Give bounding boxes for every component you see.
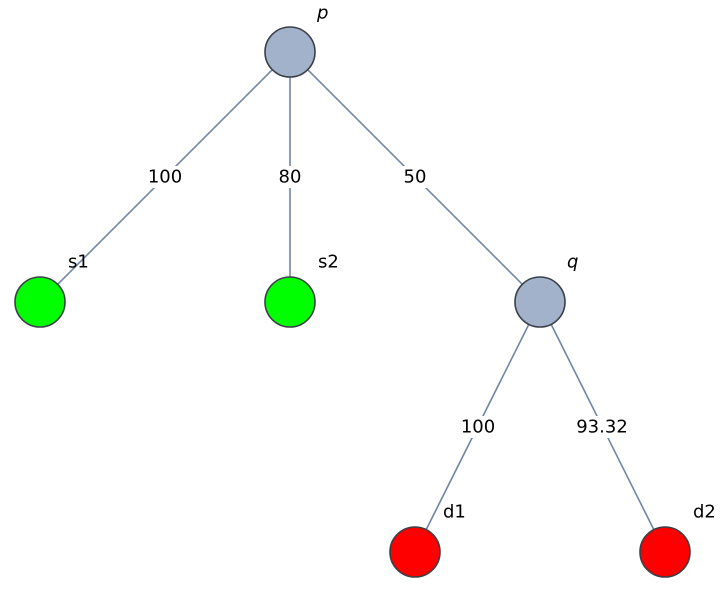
node-p xyxy=(264,26,316,78)
nodes-layer xyxy=(14,26,691,578)
edge-label-background xyxy=(276,166,304,188)
edge-label-background xyxy=(458,416,498,438)
edge-labels-layer: 100 80 50 100 93.32 xyxy=(145,166,633,438)
edge-label-p-s2: 80 xyxy=(279,167,302,188)
node-d1 xyxy=(389,526,441,578)
node-s2 xyxy=(264,276,316,328)
node-label-s1: s1 xyxy=(68,252,89,273)
edge-label-background xyxy=(401,166,429,188)
edge-label-p-s1: 100 xyxy=(148,167,182,188)
node-label-d2: d2 xyxy=(693,502,716,523)
node-label-p: p xyxy=(316,3,328,24)
node-d2 xyxy=(639,526,691,578)
node-label-d1: d1 xyxy=(443,502,466,523)
node-label-s2: s2 xyxy=(318,252,339,273)
edge-label-q-d1: 100 xyxy=(461,417,495,438)
node-label-q: q xyxy=(567,252,578,273)
node-labels-layer: p s1 s2 q d1 d2 xyxy=(68,3,716,523)
edge-label-background xyxy=(571,416,633,438)
edge-label-p-q: 50 xyxy=(404,167,427,188)
edge-label-q-d2: 93.32 xyxy=(576,417,628,438)
edge-label-background xyxy=(145,166,185,188)
node-s1 xyxy=(14,276,66,328)
node-q xyxy=(514,276,566,328)
